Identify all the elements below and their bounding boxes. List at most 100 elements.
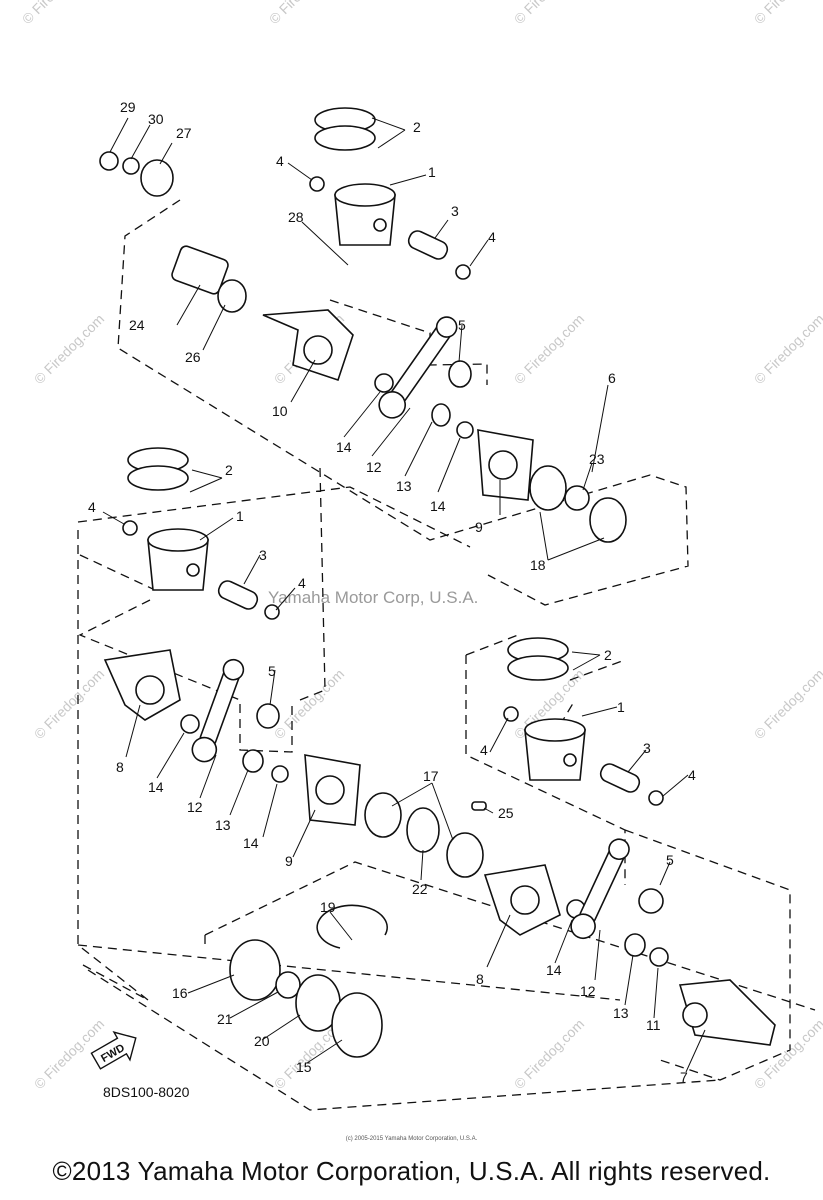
- washer: [649, 947, 669, 967]
- washer: [271, 765, 289, 783]
- piston: [147, 528, 209, 591]
- piston-pin: [407, 230, 449, 260]
- watermark: © Firedog.com: [19, 0, 95, 27]
- callout-2: 2: [225, 462, 233, 478]
- bearing: [446, 832, 484, 878]
- bearing: [275, 971, 301, 999]
- watermark: © Firedog.com: [271, 666, 347, 742]
- callout-12: 12: [366, 459, 382, 475]
- bearing: [624, 933, 646, 957]
- callout-6: 6: [608, 370, 616, 386]
- callout-14: 14: [148, 779, 164, 795]
- bearing-sleeve: [217, 279, 247, 313]
- bearing: [242, 749, 264, 773]
- crank-web: [304, 754, 361, 826]
- callout-15: 15: [296, 1059, 312, 1075]
- assembly-outlines: [77, 199, 816, 1111]
- connecting-rod: [570, 838, 630, 940]
- watermark: © Firedog.com: [266, 0, 342, 27]
- crankshaft-3: [483, 864, 561, 936]
- watermark: © Firedog.com: [751, 311, 823, 387]
- connecting-rod: [191, 658, 245, 763]
- callout-4: 4: [488, 229, 496, 245]
- leader-lines: [102, 117, 706, 1073]
- callout-12: 12: [580, 983, 596, 999]
- lower-assembly-outline: [82, 861, 816, 1111]
- watermark: © Firedog.com: [31, 666, 107, 742]
- callout-7: 7: [680, 1069, 688, 1085]
- bearing: [589, 497, 627, 543]
- callout-10: 10: [272, 403, 288, 419]
- callout-4: 4: [480, 742, 488, 758]
- piston-ring-set: [507, 637, 569, 681]
- callout-5: 5: [458, 317, 466, 333]
- callout-3: 3: [259, 547, 267, 563]
- circlip: [264, 604, 280, 620]
- labyrinth-seal: [406, 807, 440, 853]
- callout-14: 14: [336, 439, 352, 455]
- circlip: [648, 790, 664, 806]
- callout-27: 27: [176, 125, 192, 141]
- watermark: © Firedog.com: [511, 0, 587, 27]
- needle-bearing: [171, 245, 229, 295]
- bearing: [364, 792, 402, 838]
- callout-25: 25: [498, 805, 514, 821]
- dowel-pin: [471, 801, 487, 811]
- washer: [374, 373, 394, 393]
- piston: [524, 718, 586, 781]
- oil-seal: [140, 159, 174, 197]
- callout-12: 12: [187, 799, 203, 815]
- callout-24: 24: [129, 317, 145, 333]
- snap-ring: [316, 904, 388, 949]
- watermark: © Firedog.com: [751, 0, 823, 27]
- watermark: © Firedog.com: [31, 311, 107, 387]
- callout-9: 9: [475, 519, 483, 535]
- piston-ring-set: [127, 447, 189, 491]
- parts-layer: [99, 107, 776, 1058]
- callout-1: 1: [236, 508, 244, 524]
- callout-21: 21: [217, 1011, 233, 1027]
- bearing: [529, 465, 567, 511]
- callout-19: 19: [320, 899, 336, 915]
- bearing: [448, 360, 472, 388]
- bearing: [256, 703, 280, 729]
- callout-13: 13: [396, 478, 412, 494]
- copyright-footer: ©2013 Yamaha Motor Corporation, U.S.A. A…: [52, 1156, 771, 1186]
- callout-18: 18: [530, 557, 546, 573]
- crankshaft-2: [103, 649, 181, 721]
- callout-17: 17: [423, 768, 439, 784]
- piston-pin: [217, 580, 259, 610]
- piston-ring-set: [314, 107, 376, 151]
- watermark: © Firedog.com: [511, 311, 587, 387]
- callout-29: 29: [120, 99, 136, 115]
- middle-assembly-outline: [77, 467, 471, 1001]
- small-credit: (c) 2005-2015 Yamaha Motor Corporation, …: [345, 1136, 478, 1142]
- callout-5: 5: [268, 663, 276, 679]
- bearing: [638, 888, 664, 914]
- callout-4: 4: [88, 499, 96, 515]
- nut: [99, 151, 119, 171]
- callout-30: 30: [148, 111, 164, 127]
- callout-1: 1: [428, 164, 436, 180]
- callout-13: 13: [613, 1005, 629, 1021]
- callout-14: 14: [546, 962, 562, 978]
- connecting-rod: [378, 316, 458, 419]
- bearing: [431, 403, 451, 427]
- callout-2: 2: [604, 647, 612, 663]
- callout-3: 3: [643, 740, 651, 756]
- washer: [456, 421, 474, 439]
- watermark-center: Yamaha Motor Corp, U.S.A.: [268, 588, 478, 607]
- callout-2: 2: [413, 119, 421, 135]
- washer: [122, 157, 140, 175]
- bearing: [229, 939, 281, 1001]
- callout-4: 4: [276, 153, 284, 169]
- callout-4: 4: [298, 575, 306, 591]
- callout-13: 13: [215, 817, 231, 833]
- callout-8: 8: [476, 971, 484, 987]
- callout-16: 16: [172, 985, 188, 1001]
- catalog-code: 8DS100-8020: [103, 1084, 190, 1100]
- callout-14: 14: [430, 498, 446, 514]
- callout-4: 4: [688, 767, 696, 783]
- piston-pin: [599, 763, 641, 793]
